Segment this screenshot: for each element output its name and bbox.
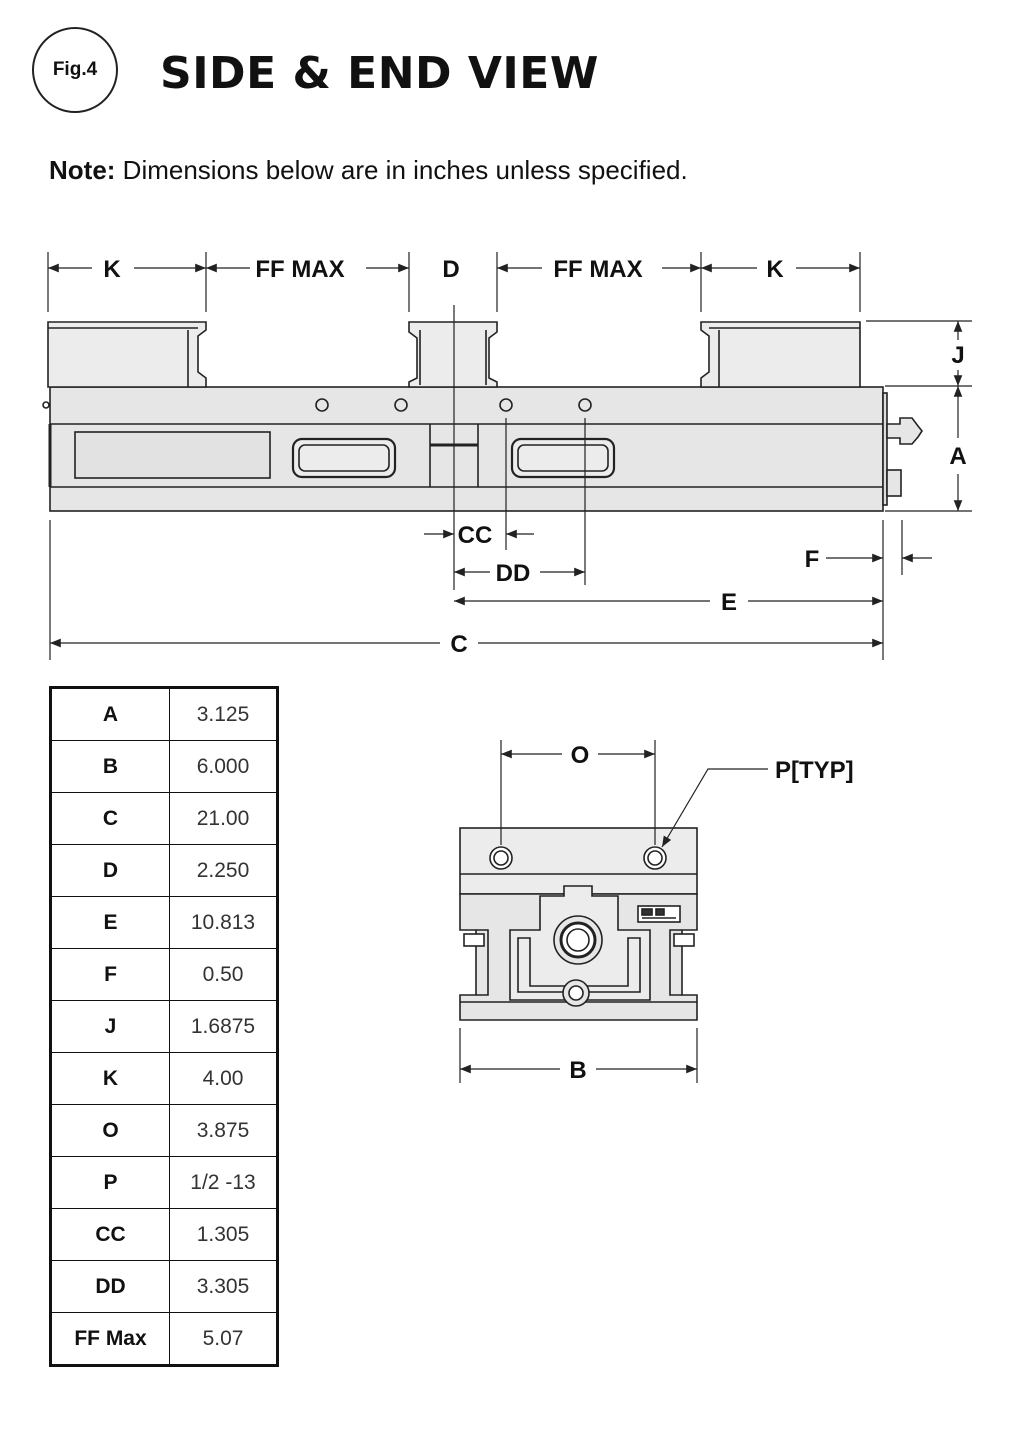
dim-label-k-left: K bbox=[103, 256, 121, 283]
dimension-value: 1.305 bbox=[169, 1208, 278, 1261]
dim-label-dd: DD bbox=[496, 560, 531, 587]
end-view-dimensions bbox=[459, 740, 768, 1083]
dimension-value: 1.6875 bbox=[169, 1000, 278, 1053]
dimension-value: 0.50 bbox=[169, 948, 278, 1001]
figure-number: Fig.4 bbox=[52, 59, 98, 80]
dim-label-j: J bbox=[951, 342, 964, 369]
dimension-value: 10.813 bbox=[169, 896, 278, 949]
body-hole bbox=[394, 398, 408, 412]
body-hole bbox=[499, 398, 513, 412]
side-view bbox=[42, 305, 923, 590]
dimension-label: C bbox=[50, 792, 170, 845]
dim-label-ff-max-left: FF MAX bbox=[255, 256, 344, 283]
side-view-dimensions bbox=[47, 252, 972, 660]
dimension-label: O bbox=[50, 1104, 170, 1157]
dim-label-ff-max-right: FF MAX bbox=[553, 256, 642, 283]
center-jaw bbox=[408, 321, 498, 388]
note-prefix: Note: bbox=[49, 155, 116, 185]
dim-label-d: D bbox=[442, 256, 459, 283]
dim-label-c: C bbox=[450, 631, 467, 658]
end-view bbox=[459, 827, 698, 1021]
dimension-value: 6.000 bbox=[169, 740, 278, 793]
dim-label-b: B bbox=[569, 1057, 586, 1084]
dimension-label: FF Max bbox=[50, 1312, 170, 1366]
dimension-label: K bbox=[50, 1052, 170, 1105]
dimension-value: 21.00 bbox=[169, 792, 278, 845]
figure-number-badge: Fig.4 bbox=[32, 27, 118, 113]
dimensions-note: Note: Dimensions below are in inches unl… bbox=[49, 155, 688, 186]
callout-p-typ: P[TYP] bbox=[775, 757, 854, 784]
handle-stub bbox=[886, 469, 902, 497]
dimension-label: E bbox=[50, 896, 170, 949]
dim-label-cc: CC bbox=[458, 522, 493, 549]
dim-label-f: F bbox=[805, 546, 820, 573]
note-text: Dimensions below are in inches unless sp… bbox=[115, 155, 688, 185]
dimension-value: 1/2 -13 bbox=[169, 1156, 278, 1209]
left-jaw bbox=[47, 321, 207, 388]
dimension-label: B bbox=[50, 740, 170, 793]
grease-fitting bbox=[886, 417, 923, 445]
dimension-value: 5.07 bbox=[169, 1312, 278, 1366]
dimension-value: 2.250 bbox=[169, 844, 278, 897]
dimension-label: DD bbox=[50, 1260, 170, 1313]
dimension-value: 4.00 bbox=[169, 1052, 278, 1105]
dim-label-e: E bbox=[721, 589, 737, 616]
dimension-value: 3.125 bbox=[169, 687, 278, 741]
page-title: SIDE & END VIEW bbox=[160, 48, 599, 99]
dimension-label: A bbox=[50, 687, 170, 741]
dim-label-o: O bbox=[571, 742, 590, 769]
body-hole bbox=[315, 398, 329, 412]
dim-label-a: A bbox=[949, 443, 966, 470]
dim-label-k-right: K bbox=[766, 256, 784, 283]
dimension-label: J bbox=[50, 1000, 170, 1053]
dimension-label: P bbox=[50, 1156, 170, 1209]
right-jaw bbox=[700, 321, 861, 388]
body-hole bbox=[578, 398, 592, 412]
dimension-value: 3.305 bbox=[169, 1260, 278, 1313]
dimension-value: 3.875 bbox=[169, 1104, 278, 1157]
dimension-label: F bbox=[50, 948, 170, 1001]
dimension-label: CC bbox=[50, 1208, 170, 1261]
dimension-label: D bbox=[50, 844, 170, 897]
